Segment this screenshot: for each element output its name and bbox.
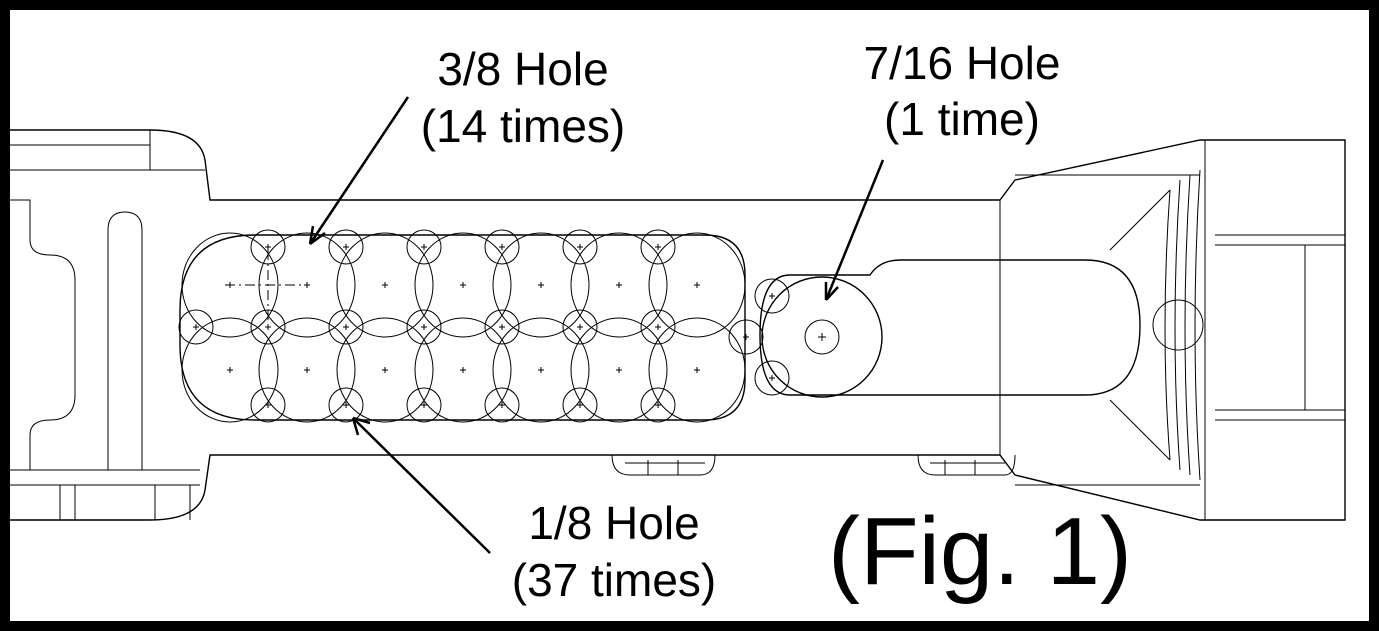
hole-3-8-pattern (181, 232, 746, 423)
center-mark (616, 367, 622, 373)
hole-1-8 (754, 278, 790, 314)
center-mark (421, 244, 427, 250)
hole-3-8 (258, 317, 356, 423)
center-mark (769, 293, 775, 299)
label-3-8-count: (14 times) (421, 100, 625, 152)
center-mark (499, 402, 505, 408)
hole-1-8 (406, 309, 442, 345)
part-outline (10, 129, 1346, 521)
hole-1-8 (484, 309, 520, 345)
hole-3-8 (414, 317, 512, 423)
hole-1-8 (328, 229, 364, 265)
drawing-canvas: 3/8 Hole (14 times) 7/16 Hole (1 time) 1… (10, 10, 1369, 621)
hole-1-8 (178, 309, 214, 345)
hole-1-8 (250, 387, 286, 423)
center-mark (343, 244, 349, 250)
hole-3-8 (648, 317, 746, 423)
center-mark (538, 367, 544, 373)
center-mark (304, 367, 310, 373)
hole-3-8 (570, 317, 668, 423)
center-mark (655, 324, 661, 330)
center-mark (655, 402, 661, 408)
center-mark (460, 282, 466, 288)
main-pocket (178, 229, 790, 423)
hole-1-8 (728, 319, 764, 355)
center-mark (616, 282, 622, 288)
label-7-16-name: 7/16 Hole (864, 37, 1061, 89)
callout-arrows (308, 96, 885, 554)
center-mark (499, 244, 505, 250)
hole-1-8 (484, 387, 520, 423)
arrow-3-8 (308, 96, 410, 245)
hole-1-8 (406, 387, 442, 423)
center-mark (694, 367, 700, 373)
hole-3-8 (414, 232, 512, 338)
center-mark (577, 244, 583, 250)
slot-pocket (759, 259, 1141, 398)
center-mark (694, 282, 700, 288)
hole-1-8 (754, 360, 790, 396)
center-mark (343, 402, 349, 408)
hole-1-8 (562, 229, 598, 265)
hole-1-8 (640, 309, 676, 345)
label-1-8-count: (37 times) (512, 554, 716, 606)
center-mark (577, 402, 583, 408)
arrow-1-8 (352, 417, 491, 554)
figure-label: (Fig. 1) (828, 498, 1132, 605)
center-mark (265, 324, 271, 330)
center-mark (499, 324, 505, 330)
hole-3-8 (492, 232, 590, 338)
hole-3-8 (492, 317, 590, 423)
hole-3-8 (336, 317, 434, 423)
hole-3-8 (181, 317, 279, 423)
label-3-8-name: 3/8 Hole (437, 43, 608, 95)
hole-1-8 (328, 387, 364, 423)
hole-1-8 (640, 229, 676, 265)
hole-7-16 (761, 276, 883, 398)
hole-3-8 (648, 232, 746, 338)
center-mark (538, 282, 544, 288)
center-mark (265, 244, 271, 250)
hole-3-8 (570, 232, 668, 338)
center-mark (460, 367, 466, 373)
hole-1-8 (562, 387, 598, 423)
hole-1-8 (562, 309, 598, 345)
center-mark (343, 324, 349, 330)
hole-1-8 (640, 387, 676, 423)
center-mark (382, 367, 388, 373)
hole-1-8 (328, 309, 364, 345)
arrow-7-16 (824, 159, 885, 301)
center-mark (265, 402, 271, 408)
hole-1-8 (406, 229, 442, 265)
center-mark (743, 334, 749, 340)
center-mark (193, 324, 199, 330)
label-1-8-name: 1/8 Hole (528, 497, 699, 549)
center-mark (227, 367, 233, 373)
center-mark (769, 375, 775, 381)
hole-1-8-pattern (178, 229, 790, 423)
center-mark (577, 324, 583, 330)
hole-3-8 (181, 232, 279, 338)
hole-1-8 (484, 229, 520, 265)
label-7-16-count: (1 time) (884, 93, 1040, 145)
center-mark (421, 402, 427, 408)
technical-drawing: 3/8 Hole (14 times) 7/16 Hole (1 time) 1… (10, 37, 1346, 606)
hole-3-8 (336, 232, 434, 338)
center-mark (382, 282, 388, 288)
center-mark (655, 244, 661, 250)
center-mark (421, 324, 427, 330)
